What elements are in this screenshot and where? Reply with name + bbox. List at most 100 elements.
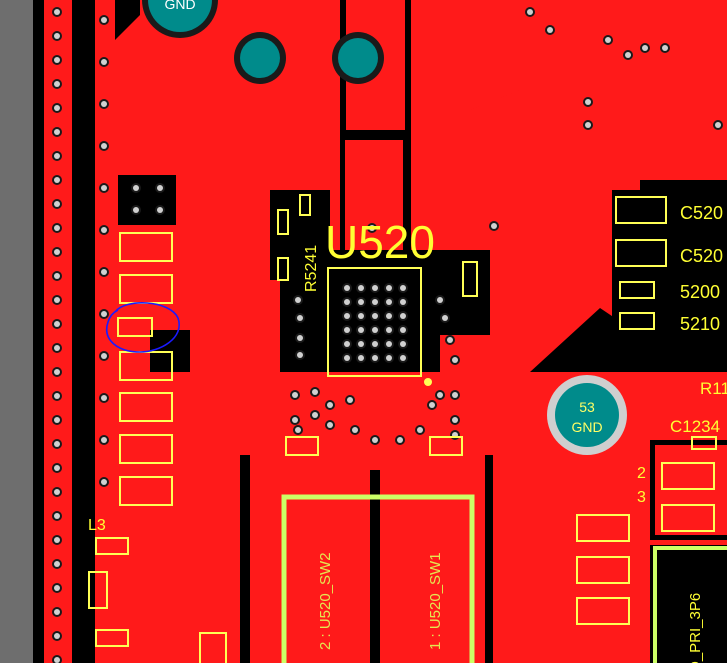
via [99, 435, 109, 445]
via [310, 410, 320, 420]
u520-pad [342, 283, 352, 293]
gnd-pad-1 [240, 38, 280, 78]
gap-header-block [118, 175, 176, 225]
via [99, 309, 109, 319]
gap-bottom-left [240, 455, 250, 663]
header-pin [155, 205, 165, 215]
c520-pad-a[interactable] [615, 196, 667, 224]
c1234-pad[interactable] [691, 436, 717, 450]
via [52, 7, 62, 17]
left-frame [0, 0, 33, 663]
c520-pad-b[interactable] [615, 239, 667, 267]
u520-pin1-marker [424, 378, 432, 386]
u520-pad [398, 325, 408, 335]
via [52, 151, 62, 161]
r5241-pad-2[interactable] [277, 257, 289, 281]
c520-label-b: C520 [680, 246, 723, 266]
right-pad-2[interactable] [661, 504, 715, 532]
right-pad-1[interactable] [661, 462, 715, 490]
via [52, 511, 62, 521]
u520-pad [342, 325, 352, 335]
c5210-pad[interactable] [619, 312, 655, 330]
gap-u520-area [270, 190, 490, 372]
bottom-pad[interactable] [199, 632, 227, 663]
via [52, 247, 62, 257]
r5241-pad-3[interactable] [299, 194, 311, 216]
c5200-label: 5200 [680, 282, 720, 302]
via [52, 103, 62, 113]
vias-field [290, 7, 723, 445]
via [290, 390, 300, 400]
via [350, 425, 360, 435]
via [52, 127, 62, 137]
lower-pad-1[interactable] [576, 514, 630, 542]
via [295, 350, 305, 360]
cap-right-of-u520[interactable] [462, 261, 478, 297]
r11-label: R11 [700, 379, 727, 398]
u520-pad [356, 297, 366, 307]
l3-label: L3 [88, 517, 106, 534]
via [623, 50, 633, 60]
via [99, 351, 109, 361]
pad-lower-left[interactable] [285, 436, 319, 456]
copper-upper-right [420, 0, 520, 110]
sw1-label: 1 : U520_SW1 [427, 552, 444, 650]
via [345, 395, 355, 405]
u520-pad [384, 283, 394, 293]
via [450, 355, 460, 365]
via [370, 435, 380, 445]
header-pins [131, 183, 165, 215]
via [367, 223, 377, 233]
via [52, 535, 62, 545]
via [52, 223, 62, 233]
via [52, 559, 62, 569]
u520-pad [398, 311, 408, 321]
via [427, 400, 437, 410]
via [660, 43, 670, 53]
c5200-pad[interactable] [619, 281, 655, 299]
pri-courtyard[interactable] [653, 546, 727, 663]
u520-pad [398, 353, 408, 363]
via [52, 583, 62, 593]
num-3-label: 3 [637, 489, 646, 506]
via [52, 295, 62, 305]
l3-pad-bottom[interactable] [95, 629, 129, 647]
gnd-top-label: GND [164, 0, 195, 12]
via [295, 313, 305, 323]
u520-pad [356, 339, 366, 349]
sw2-label: 2 : U520_SW2 [317, 552, 334, 650]
via [293, 295, 303, 305]
u520-pad [370, 353, 380, 363]
u520-pad [398, 297, 408, 307]
via [583, 97, 593, 107]
header-pin [131, 183, 141, 193]
l3-pad-top[interactable] [95, 537, 129, 555]
via [445, 335, 455, 345]
lower-pad-2[interactable] [576, 556, 630, 584]
via [52, 463, 62, 473]
u520-pad [356, 353, 366, 363]
via [603, 35, 613, 45]
u520-pad [370, 283, 380, 293]
pad-lower-right[interactable] [429, 436, 463, 456]
u520-pad [342, 311, 352, 321]
gap-right-block [640, 180, 727, 335]
lower-pad-3[interactable] [576, 597, 630, 625]
via [440, 313, 450, 323]
sw-courtyard[interactable] [281, 494, 475, 663]
num-2-label: 2 [637, 465, 646, 482]
annotation-circle[interactable] [105, 302, 180, 353]
via [52, 31, 62, 41]
via [52, 79, 62, 89]
u520-pad [342, 297, 352, 307]
via [99, 99, 109, 109]
via [52, 271, 62, 281]
via [99, 393, 109, 403]
l3-pad-mid[interactable] [88, 571, 108, 609]
u520-outline[interactable] [327, 267, 422, 377]
via [415, 425, 425, 435]
gap-pri-block [650, 545, 727, 663]
r5241-pad-1[interactable] [277, 209, 289, 235]
